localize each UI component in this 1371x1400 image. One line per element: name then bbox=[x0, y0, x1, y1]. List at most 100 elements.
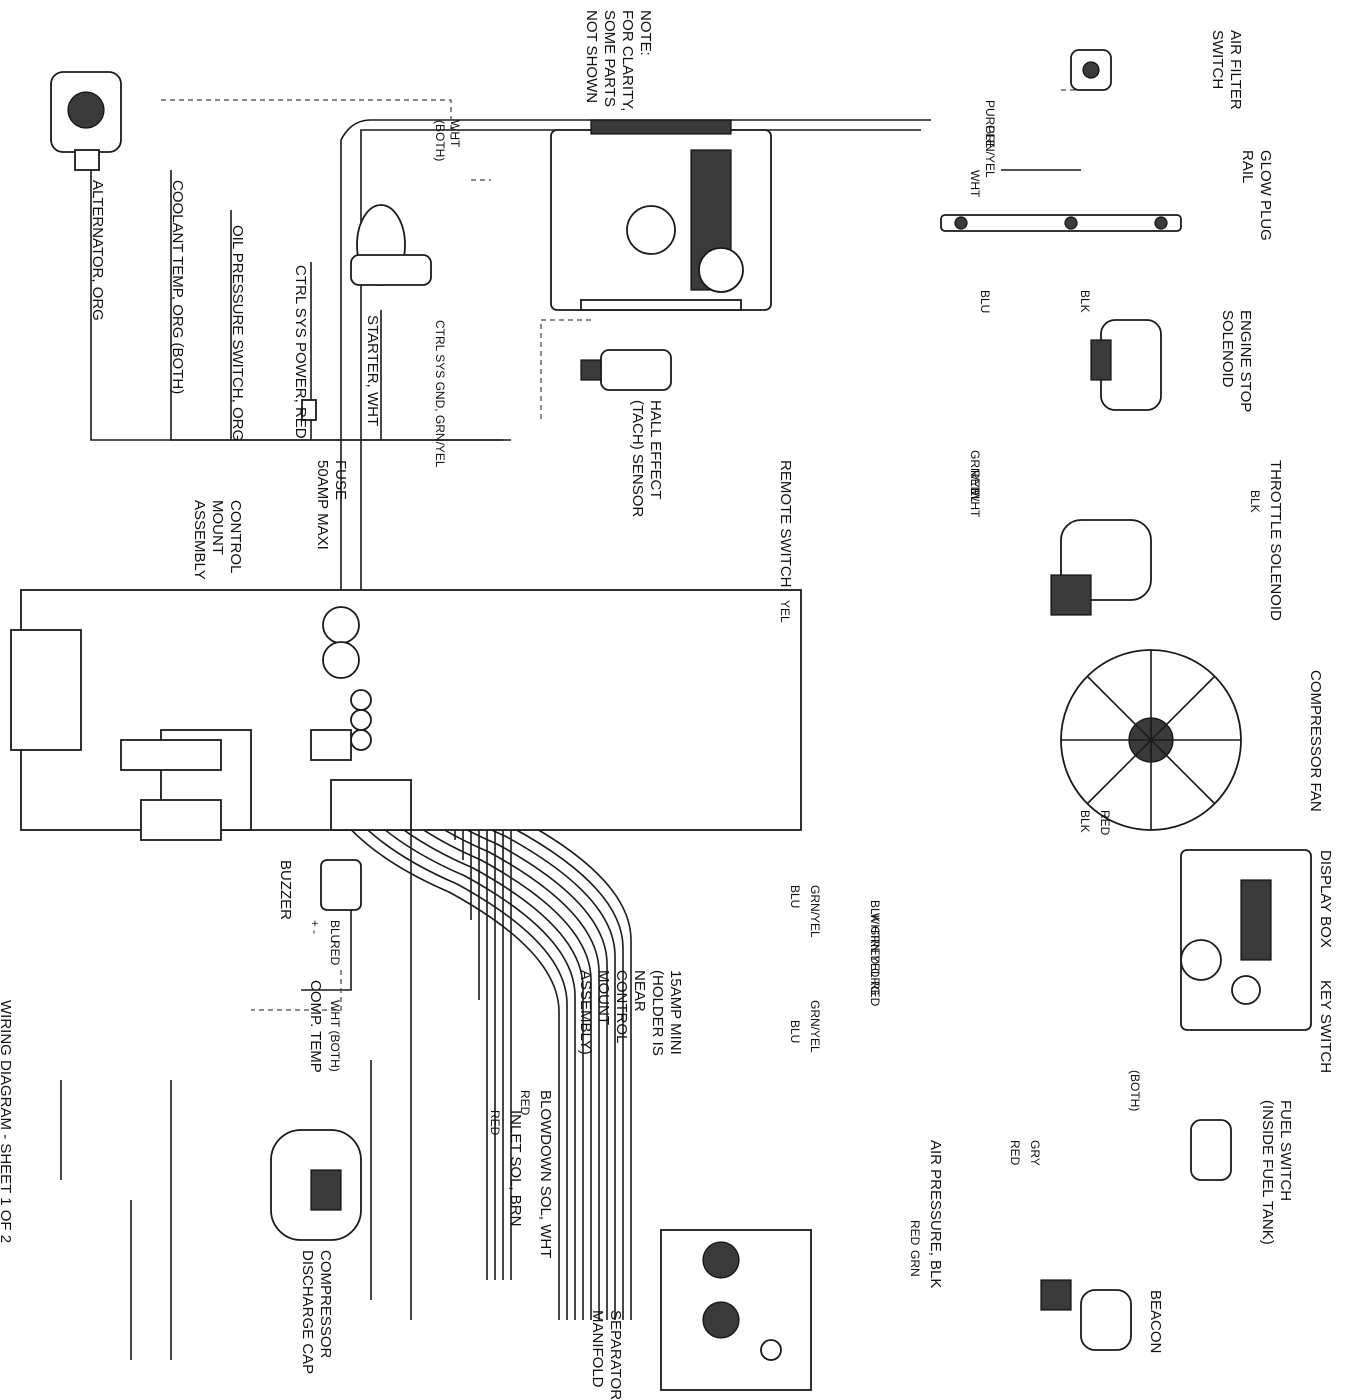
throttle-red: RED bbox=[968, 470, 982, 496]
control-mount-label-3: ASSEMBLY bbox=[191, 500, 208, 580]
inlet-label: INLET SOL, BRN bbox=[507, 1110, 524, 1226]
fuse-maxi-label-1: FUSE bbox=[332, 460, 349, 500]
note-line-2: FOR CLARITY, bbox=[619, 10, 636, 111]
glow-plug-rail-part bbox=[940, 214, 1182, 232]
buzzer-part bbox=[320, 859, 362, 911]
control-mount-label-1: CONTROL bbox=[227, 500, 244, 573]
engine-stop-blk: BLK bbox=[1078, 290, 1092, 313]
fuel-switch-part bbox=[1190, 1119, 1232, 1181]
comp-discharge-label-2: DISCHARGE CAP bbox=[299, 1250, 316, 1374]
beacon-red: RED bbox=[1008, 1140, 1022, 1166]
engine-stop-solenoid-part bbox=[1090, 319, 1162, 411]
alternator-part bbox=[50, 71, 122, 171]
key-red: RED bbox=[868, 981, 882, 1007]
display-grn-yel: GRN/YEL bbox=[808, 885, 822, 938]
engine-part bbox=[550, 119, 772, 311]
remote-switch-label: REMOTE SWITCH bbox=[777, 460, 794, 588]
comp-temp-wht-both: WHT (BOTH) bbox=[328, 1000, 342, 1072]
note-line-4: NOT SHOWN bbox=[583, 10, 600, 103]
fuel-switch-label-2: (INSIDE FUEL TANK) bbox=[1259, 1100, 1276, 1245]
display-box-label: DISPLAY BOX bbox=[1317, 850, 1334, 948]
ctrl-sys-gnd-label: CTRL SYS GND, GRN/YEL bbox=[433, 320, 447, 468]
compressor-fan-blk: BLK bbox=[1078, 810, 1092, 833]
mini-fuse-label-1: 15AMP MINI bbox=[667, 970, 684, 1055]
control-mount-label-2: MOUNT bbox=[209, 500, 226, 555]
buzzer-plus: + bbox=[308, 920, 322, 927]
compressor-discharge-cap-part bbox=[270, 1129, 362, 1241]
fuel-grn-yel: GRN/YEL bbox=[808, 1000, 822, 1053]
separator-manifold-part bbox=[660, 1229, 812, 1391]
glow-plug-label-2: RAIL bbox=[1239, 150, 1256, 183]
comp-discharge-label-1: COMPRESSOR bbox=[317, 1250, 334, 1359]
fuel-wht-both: (BOTH) bbox=[1128, 1070, 1142, 1111]
inlet-red: RED bbox=[488, 1110, 502, 1136]
separator-label-2: MANIFOLD bbox=[589, 1310, 606, 1388]
display-blu: BLU bbox=[788, 885, 802, 908]
dashed-leaders bbox=[161, 89, 1091, 1011]
purple-label: PURPLE bbox=[983, 100, 997, 148]
mini-fuse-label-6: ASSEMBLY) bbox=[577, 970, 594, 1055]
comp-temp-label: COMP. TEMP bbox=[307, 980, 324, 1073]
footer-label: WIRING DIAGRAM - SHEET 1 OF 2 bbox=[0, 1000, 14, 1243]
starter-part bbox=[350, 204, 432, 286]
compressor-fan-label: COMPRESSOR FAN bbox=[1307, 670, 1324, 812]
glow-plug-label-1: GLOW PLUG bbox=[1257, 150, 1274, 241]
alternator-label: ALTERNATOR, ORG bbox=[89, 180, 106, 321]
air-filter-switch-part bbox=[1070, 49, 1112, 91]
engine-stop-label-2: SOLENOID bbox=[1219, 310, 1236, 388]
fuel-switch-label-1: FUEL SWITCH bbox=[1277, 1100, 1294, 1201]
throttle-grn-yel: GRN/YEL bbox=[968, 450, 982, 503]
engine-stop-label-1: ENGINE STOP bbox=[1237, 310, 1254, 412]
starter-label: STARTER, WHT bbox=[364, 315, 381, 426]
buzzer-red: RED bbox=[328, 940, 342, 966]
buzzer-minus: - bbox=[308, 930, 322, 934]
air-pressure-grn: GRN bbox=[908, 1250, 922, 1277]
key-switch-label: KEY SWITCH bbox=[1317, 980, 1334, 1073]
throttle-label: THROTTLE SOLENOID bbox=[1267, 460, 1284, 621]
compressor-fan-red: RED bbox=[1098, 810, 1112, 836]
beacon-part bbox=[1040, 1279, 1132, 1351]
compressor-fan-part bbox=[1060, 649, 1242, 831]
fuse-maxi-part bbox=[301, 399, 317, 421]
ctrl-sys-power-label: CTRL SYS POWER, RED bbox=[292, 265, 309, 439]
air-pressure-label: AIR PRESSURE, BLK bbox=[927, 1140, 944, 1288]
fuse-maxi-label-2: 50AMP MAXI bbox=[314, 460, 331, 550]
mini-fuse-label-4: CONTROL bbox=[613, 970, 630, 1043]
display-box-part bbox=[1180, 849, 1312, 1031]
oil-pressure-label: OIL PRESSURE SWITCH, ORG bbox=[229, 225, 246, 441]
coolant-temp-label: COOLANT TEMP, ORG (BOTH) bbox=[169, 180, 186, 394]
air-filter-label-1: AIR FILTER bbox=[1227, 30, 1244, 110]
throttle-blk: BLK bbox=[1248, 490, 1262, 513]
fuel-blu: BLU bbox=[788, 1020, 802, 1043]
display-blk: BLK bbox=[868, 900, 882, 923]
engine-both: (BOTH) bbox=[433, 120, 447, 161]
mini-fuse-label-3: NEAR bbox=[631, 970, 648, 1012]
labels: WIRING DIAGRAM - SHEET 1 OF 2 NOTE: FOR … bbox=[0, 10, 1334, 1400]
air-filter-grn-yel: GRN/YEL bbox=[983, 125, 997, 178]
hall-sensor-part bbox=[580, 349, 672, 391]
air-pressure-red: RED bbox=[908, 1220, 922, 1246]
air-filter-label-2: SWITCH bbox=[1209, 30, 1226, 89]
remote-switch-yel: YEL bbox=[778, 600, 792, 623]
hall-effect-label-1: HALL EFFECT bbox=[647, 400, 664, 499]
engine-stop-blu: BLU bbox=[978, 290, 992, 313]
blowdown-red: RED bbox=[518, 1090, 532, 1116]
separator-label-1: SEPARATOR bbox=[607, 1310, 624, 1400]
key-yel: YEL bbox=[868, 955, 882, 978]
beacon-label: BEACON bbox=[1147, 1290, 1164, 1353]
display-grn: GRN bbox=[868, 926, 882, 953]
display-red: RED bbox=[868, 939, 882, 965]
beacon-gry: GRY bbox=[1028, 1140, 1042, 1166]
display-wht: WHT bbox=[868, 913, 882, 941]
note-line-3: SOME PARTS bbox=[601, 10, 618, 107]
throttle-solenoid-part bbox=[1050, 519, 1152, 616]
mini-fuse-label-5: MOUNT bbox=[595, 970, 612, 1025]
key-org: ORG bbox=[868, 968, 882, 995]
buzzer-blu: BLU bbox=[328, 920, 342, 943]
blowdown-label: BLOWDOWN SOL, WHT bbox=[537, 1090, 554, 1258]
mini-fuse-label-2: (HOLDER IS bbox=[649, 970, 666, 1056]
throttle-wht: WHT bbox=[968, 490, 982, 518]
